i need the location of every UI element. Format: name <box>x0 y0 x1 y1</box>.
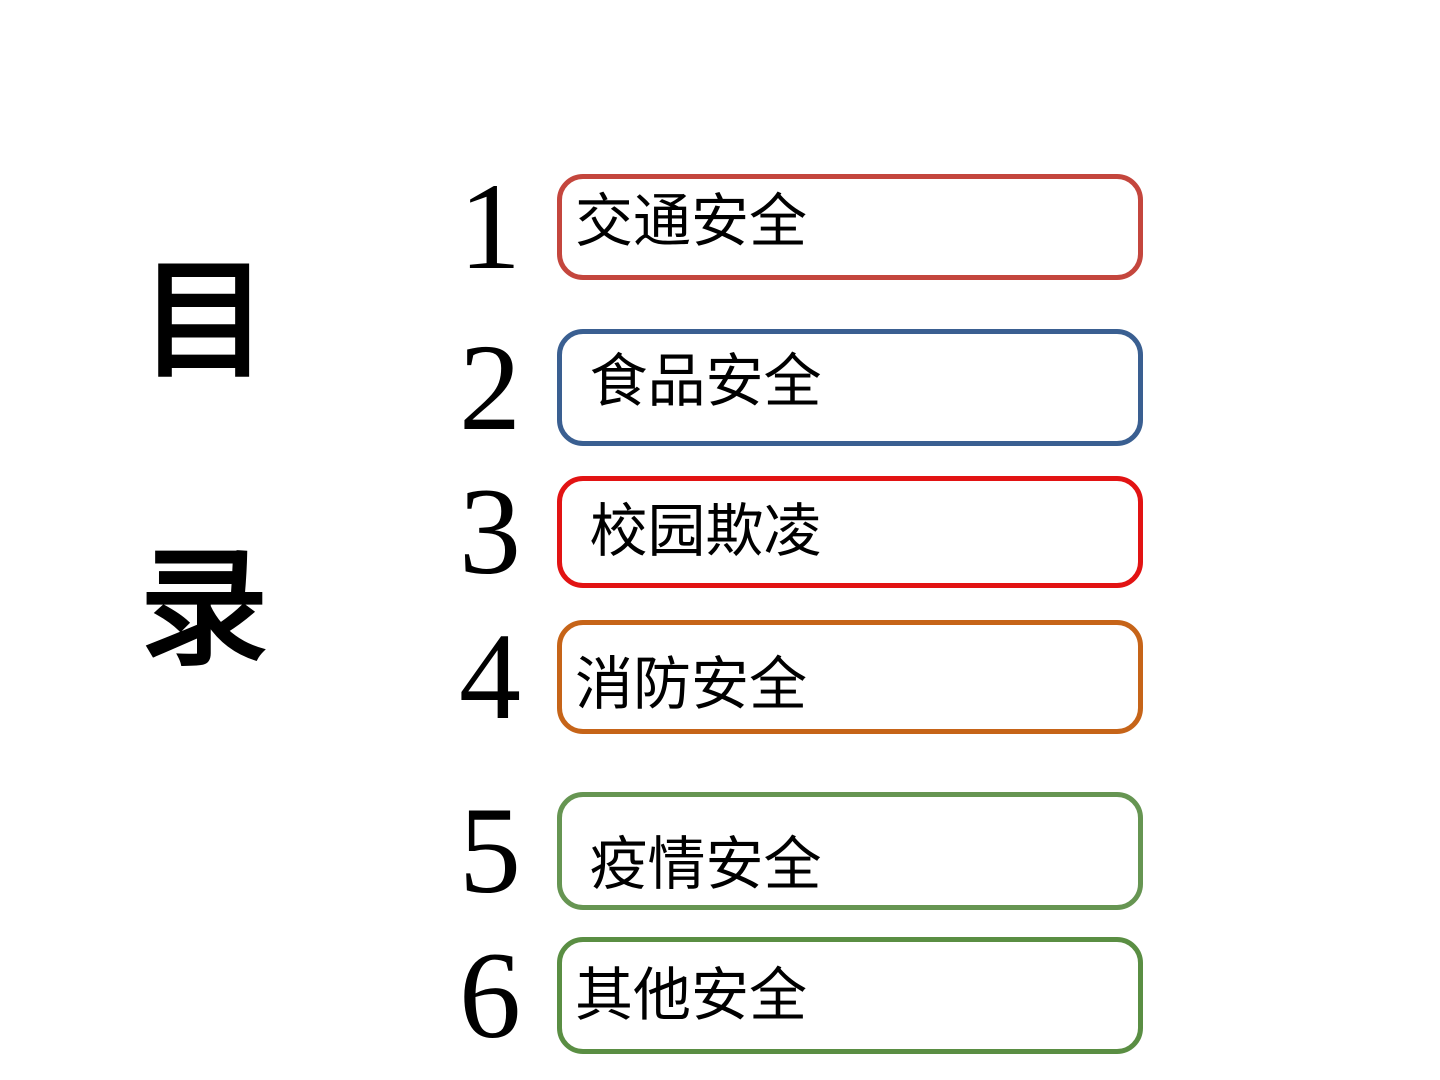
toc-item-box[interactable]: 校园欺凌 <box>557 476 1143 588</box>
toc-row: 2 食品安全 <box>430 325 1143 449</box>
toc-item-label: 其他安全 <box>575 962 808 1028</box>
toc-item-box[interactable]: 消防安全 <box>557 620 1143 734</box>
toc-row: 5 疫情安全 <box>430 782 1143 919</box>
toc-item-box[interactable]: 其他安全 <box>557 937 1143 1054</box>
toc-item-label: 消防安全 <box>575 652 808 717</box>
title-char-mu: 目 <box>140 250 269 393</box>
title-char-lu: 录 <box>140 538 269 681</box>
toc-item-box[interactable]: 食品安全 <box>557 329 1143 446</box>
toc-row: 3 校园欺凌 <box>430 470 1143 594</box>
toc-item-number: 2 <box>459 318 521 456</box>
toc-item-number: 5 <box>459 782 521 919</box>
toc-item-number: 3 <box>459 463 521 600</box>
toc-item-label: 校园欺凌 <box>575 499 822 564</box>
toc-item-label: 食品安全 <box>575 348 822 414</box>
toc-item-box[interactable]: 疫情安全 <box>557 792 1143 910</box>
toc-item-number: 1 <box>459 158 521 295</box>
toc-item-number: 6 <box>459 926 521 1064</box>
toc-item-box[interactable]: 交通安全 <box>557 174 1143 280</box>
toc-item-number: 4 <box>459 608 521 745</box>
toc-item-label: 疫情安全 <box>575 832 822 897</box>
toc-item-label: 交通安全 <box>575 189 808 254</box>
